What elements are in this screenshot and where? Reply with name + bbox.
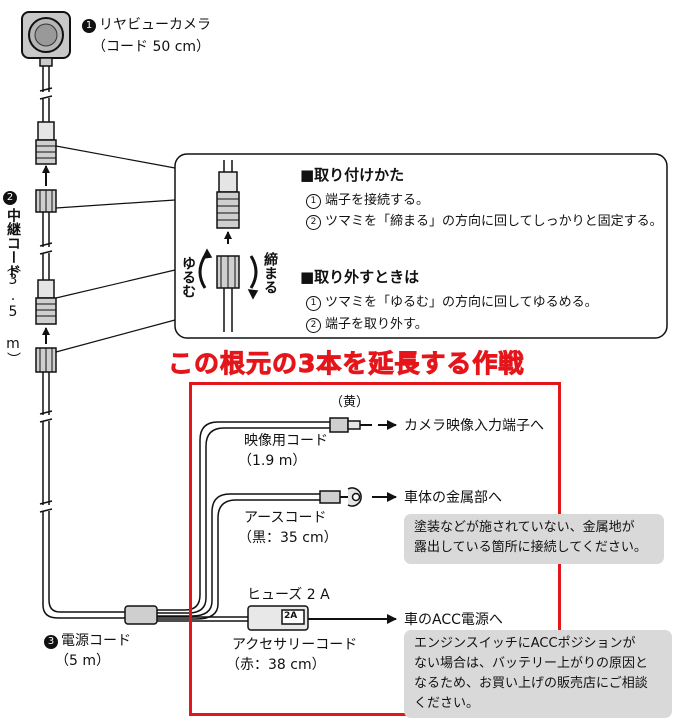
ground-destination: 車体の金属部へ xyxy=(404,490,502,506)
attach-title: ■取り付けかた xyxy=(300,166,405,184)
attach-step-1: 1 端子を接続する。 xyxy=(306,189,429,209)
acc-note-line-1: エンジンスイッチにACCポジションが xyxy=(414,636,636,651)
attach-step-2-text: ツマミを「締まる」の方向に回してしっかりと固定する。 xyxy=(325,214,663,229)
ground-cord-length: （黒：35 cm） xyxy=(238,530,338,546)
power-length: （5 m） xyxy=(55,653,110,669)
attach-step-1-text: 端子を接続する。 xyxy=(325,193,430,208)
camera-cord-length: （コード 50 cm） xyxy=(92,39,211,55)
junction-box xyxy=(124,605,158,625)
loosen-label: ゆるむ xyxy=(180,256,196,298)
detach-step-1-text: ツマミを「ゆるむ」の方向に回してゆるめる。 xyxy=(325,295,598,310)
acc-note-line-4: ください。 xyxy=(414,696,480,711)
cable-break-marks xyxy=(39,87,53,513)
detach-title: ■取り外すときは xyxy=(300,268,420,286)
acc-note-line-3: なるため、お買い上げの販売店にご相談 xyxy=(414,676,648,691)
acc-cord-name: アクセサリーコード xyxy=(232,637,358,653)
callout-connector-illustration xyxy=(198,160,259,332)
video-rca-plug xyxy=(329,417,372,433)
power-name: 電源コード xyxy=(61,633,131,649)
video-cord-length: （1.9 m） xyxy=(238,453,307,469)
attach-step-2: 2 ツマミを「締まる」の方向に回してしっかりと固定する。 xyxy=(306,210,663,230)
video-cord-name: 映像用コード xyxy=(244,433,328,449)
attach-step-2-number: 2 xyxy=(306,215,321,230)
connector-camera-plug xyxy=(35,121,57,165)
relay-number: 2 xyxy=(3,191,17,205)
rear-camera xyxy=(21,11,71,67)
fuse-label: ヒューズ 2 A xyxy=(247,587,330,603)
camera-name: リヤビューカメラ xyxy=(99,17,211,33)
relay-length: （3.5 m） xyxy=(5,258,21,366)
tighten-label: 締まる xyxy=(262,252,278,294)
detach-step-2-text: 端子を取り外す。 xyxy=(325,317,428,332)
howto-callout xyxy=(55,145,668,353)
camera-number: 1 xyxy=(82,19,96,33)
connector-power-top xyxy=(35,347,57,373)
connector-relay-bottom xyxy=(35,279,57,325)
detach-step-2: 2 端子を取り外す。 xyxy=(306,313,428,333)
fuse-rating: 2A xyxy=(284,611,298,621)
relay-name: 中継コード xyxy=(5,208,21,278)
acc-destination: 車のACC電源へ xyxy=(404,612,503,628)
power-number: 3 xyxy=(44,635,58,649)
video-destination: カメラ映像入力端子へ xyxy=(404,418,544,434)
ground-note-line-1: 塗装などが施されていない、金属地が xyxy=(414,520,635,535)
detach-step-2-number: 2 xyxy=(306,318,321,333)
ground-note: 塗装などが施されていない、金属地が 露出している箇所に接続してください。 xyxy=(404,514,664,564)
attach-step-1-number: 1 xyxy=(306,194,321,209)
fuse-holder xyxy=(247,605,309,631)
connector-relay-top xyxy=(35,189,57,213)
detach-step-1-number: 1 xyxy=(306,296,321,311)
detach-step-1: 1 ツマミを「ゆるむ」の方向に回してゆるめる。 xyxy=(306,291,598,311)
acc-note-line-2: ない場合は、バッテリー上がりの原因と xyxy=(414,656,649,671)
relay-number-wrap: 2 xyxy=(3,190,20,205)
acc-cord-length: （赤：38 cm） xyxy=(226,657,326,673)
overlay-title: この根元の3本を延長する作戦 xyxy=(167,349,525,379)
ground-terminal xyxy=(319,487,362,507)
ground-note-line-2: 露出している箇所に接続してください。 xyxy=(414,540,647,555)
acc-note: エンジンスイッチにACCポジションが ない場合は、バッテリー上がりの原因と なる… xyxy=(404,630,672,718)
video-color: （黄） xyxy=(330,395,370,410)
ground-cord-name: アースコード xyxy=(244,510,327,526)
